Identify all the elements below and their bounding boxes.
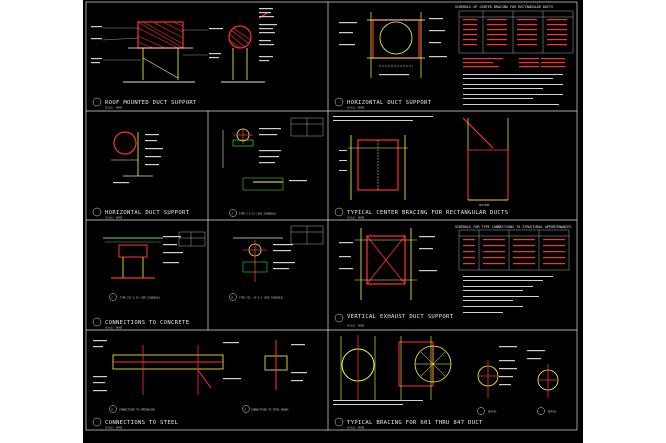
vertical-exhaust-drawing: SCHEDULE FOR TYPE CONNECTIONS TO STRUCTU… bbox=[334, 225, 571, 328]
concrete-type-3-4-5-detail: B TYPE III, IV & V (SEE SCHEDULE) bbox=[229, 225, 324, 301]
svg-text:SCALE: NONE: SCALE: NONE bbox=[347, 324, 365, 328]
to-sprinklers-label: CONNECTIONS TO SPRINKLERS bbox=[119, 409, 156, 412]
horizontal-duct-support-drawing: HORIZONTAL DUCT SUPPORT SCALE: NONE SCHE… bbox=[334, 5, 574, 110]
svg-text:C: C bbox=[112, 297, 114, 300]
center-bracing-drawing: SECTION TYPICAL CENTER BRACING FOR RECTA… bbox=[333, 116, 509, 220]
type-1-2-label: TYPE I & II (SEE SCHEDULE) bbox=[239, 213, 276, 216]
svg-text:E: E bbox=[245, 409, 247, 412]
svg-text:A: A bbox=[232, 213, 234, 216]
panel-grid bbox=[85, 1, 578, 431]
svg-text:SCALE: NONE: SCALE: NONE bbox=[347, 216, 365, 220]
svg-text:SCALE: NONE: SCALE: NONE bbox=[347, 106, 365, 110]
detail-a-label: DETAIL bbox=[488, 411, 497, 414]
roof-duct-support-drawing: ROOF MOUNTED DUCT SUPPORT SCALE: NONE bbox=[91, 8, 277, 110]
detail-b-label: DETAIL bbox=[548, 411, 557, 414]
type-1-2-detail: A TYPE I & II (SEE SCHEDULE) bbox=[222, 117, 324, 217]
typical-bracing-601-847-drawing: TYPICAL BRACING FOR 601 THRU 847 DUCT SC… bbox=[333, 335, 559, 430]
svg-text:SECTION: SECTION bbox=[479, 204, 490, 207]
panel-title-center-bracing: TYPICAL CENTER BRACING FOR RECTANGULAR D… bbox=[347, 210, 508, 216]
svg-text:SCALE: NONE: SCALE: NONE bbox=[105, 216, 123, 220]
panel-title-horizontal-1: HORIZONTAL DUCT SUPPORT bbox=[347, 100, 432, 106]
schedule-title: SCHEDULE OF CENTER BRACING FOR RECTANGUL… bbox=[455, 5, 553, 9]
panel-title-vertical: VERTICAL EXHAUST DUCT SUPPORT bbox=[347, 314, 454, 320]
panel-title-horizontal-2: HORIZONTAL DUCT SUPPORT bbox=[105, 210, 190, 216]
panel-title-steel: CONNECTIONS TO STEEL bbox=[105, 420, 179, 426]
svg-text:SCALE: NONE: SCALE: NONE bbox=[105, 106, 123, 110]
svg-text:SCALE: NONE: SCALE: NONE bbox=[105, 326, 123, 330]
schedule-title-2: SCHEDULE FOR TYPE CONNECTIONS TO STRUCTU… bbox=[455, 225, 571, 229]
panel-title-typical-bracing: TYPICAL BRACING FOR 601 THRU 847 DUCT bbox=[347, 420, 483, 426]
steel-connections-drawing: D CONNECTIONS TO SPRINKLERS E CONNECTION… bbox=[92, 340, 307, 430]
svg-text:SCALE: NONE: SCALE: NONE bbox=[105, 426, 123, 430]
svg-text:SCALE: NONE: SCALE: NONE bbox=[347, 426, 365, 430]
concrete-type-3-4-detail: C TYPE III & IV (SEE SCHEDULE) CONNECTIO… bbox=[92, 231, 206, 330]
svg-text:D: D bbox=[112, 409, 114, 412]
cad-drawing: ROOF MOUNTED DUCT SUPPORT SCALE: NONE HO… bbox=[85, 1, 578, 431]
to-steel-beams-label: CONNECTIONS TO STEEL BEAMS bbox=[251, 409, 289, 412]
horizontal-duct-support-small: HORIZONTAL DUCT SUPPORT SCALE: NONE bbox=[92, 131, 190, 220]
svg-text:B: B bbox=[232, 297, 234, 300]
type-3-4-5-label: TYPE III, IV & V (SEE SCHEDULE) bbox=[239, 297, 284, 300]
drawing-sheet: ROOF MOUNTED DUCT SUPPORT SCALE: NONE HO… bbox=[83, 0, 583, 443]
panel-title-concrete: CONNECTIONS TO CONCRETE bbox=[105, 320, 190, 326]
type-3-4-label: TYPE III & IV (SEE SCHEDULE) bbox=[120, 297, 160, 300]
panel-title-roof: ROOF MOUNTED DUCT SUPPORT bbox=[105, 100, 197, 106]
